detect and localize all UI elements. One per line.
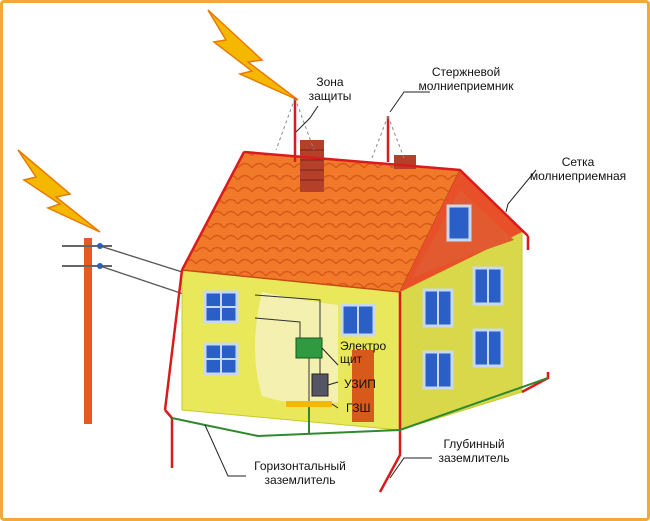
label-deep-electrode: заземлитель: [439, 451, 510, 465]
main-grounding-bus: [286, 401, 332, 407]
protection-zone: [275, 97, 405, 159]
lightning-bolt-icon: [17, 149, 101, 233]
door: [352, 350, 374, 422]
horizontal-earth-electrode: [171, 377, 549, 438]
label-electrical-panel: Электро: [340, 339, 386, 353]
label-rod-air-terminal: молниеприемник: [418, 79, 514, 93]
label-electrical-panel: щит: [340, 352, 363, 366]
label-air-termination-mesh: молниеприемная: [530, 169, 626, 183]
label-main-grounding-bus: ГЗШ: [346, 401, 370, 415]
house: [180, 140, 530, 431]
label-spd: УЗИП: [344, 377, 376, 391]
lightning-conductors: [163, 98, 550, 493]
label-horizontal-electrode: Горизонтальный: [254, 459, 346, 473]
label-rod-air-terminal: Стержневой: [432, 65, 500, 79]
label-deep-electrode: Глубинный: [443, 437, 504, 451]
lightning-bolt-icon: [207, 9, 299, 101]
label-horizontal-electrode: заземлитель: [265, 473, 336, 487]
electrical-panel: [295, 337, 323, 359]
spd-device: [311, 373, 329, 397]
label-protection-zone: защиты: [309, 89, 352, 103]
label-air-termination-mesh: Сетка: [562, 155, 595, 169]
chimney: [300, 140, 324, 192]
window: [446, 204, 472, 242]
label-protection-zone: Зона: [316, 75, 344, 89]
